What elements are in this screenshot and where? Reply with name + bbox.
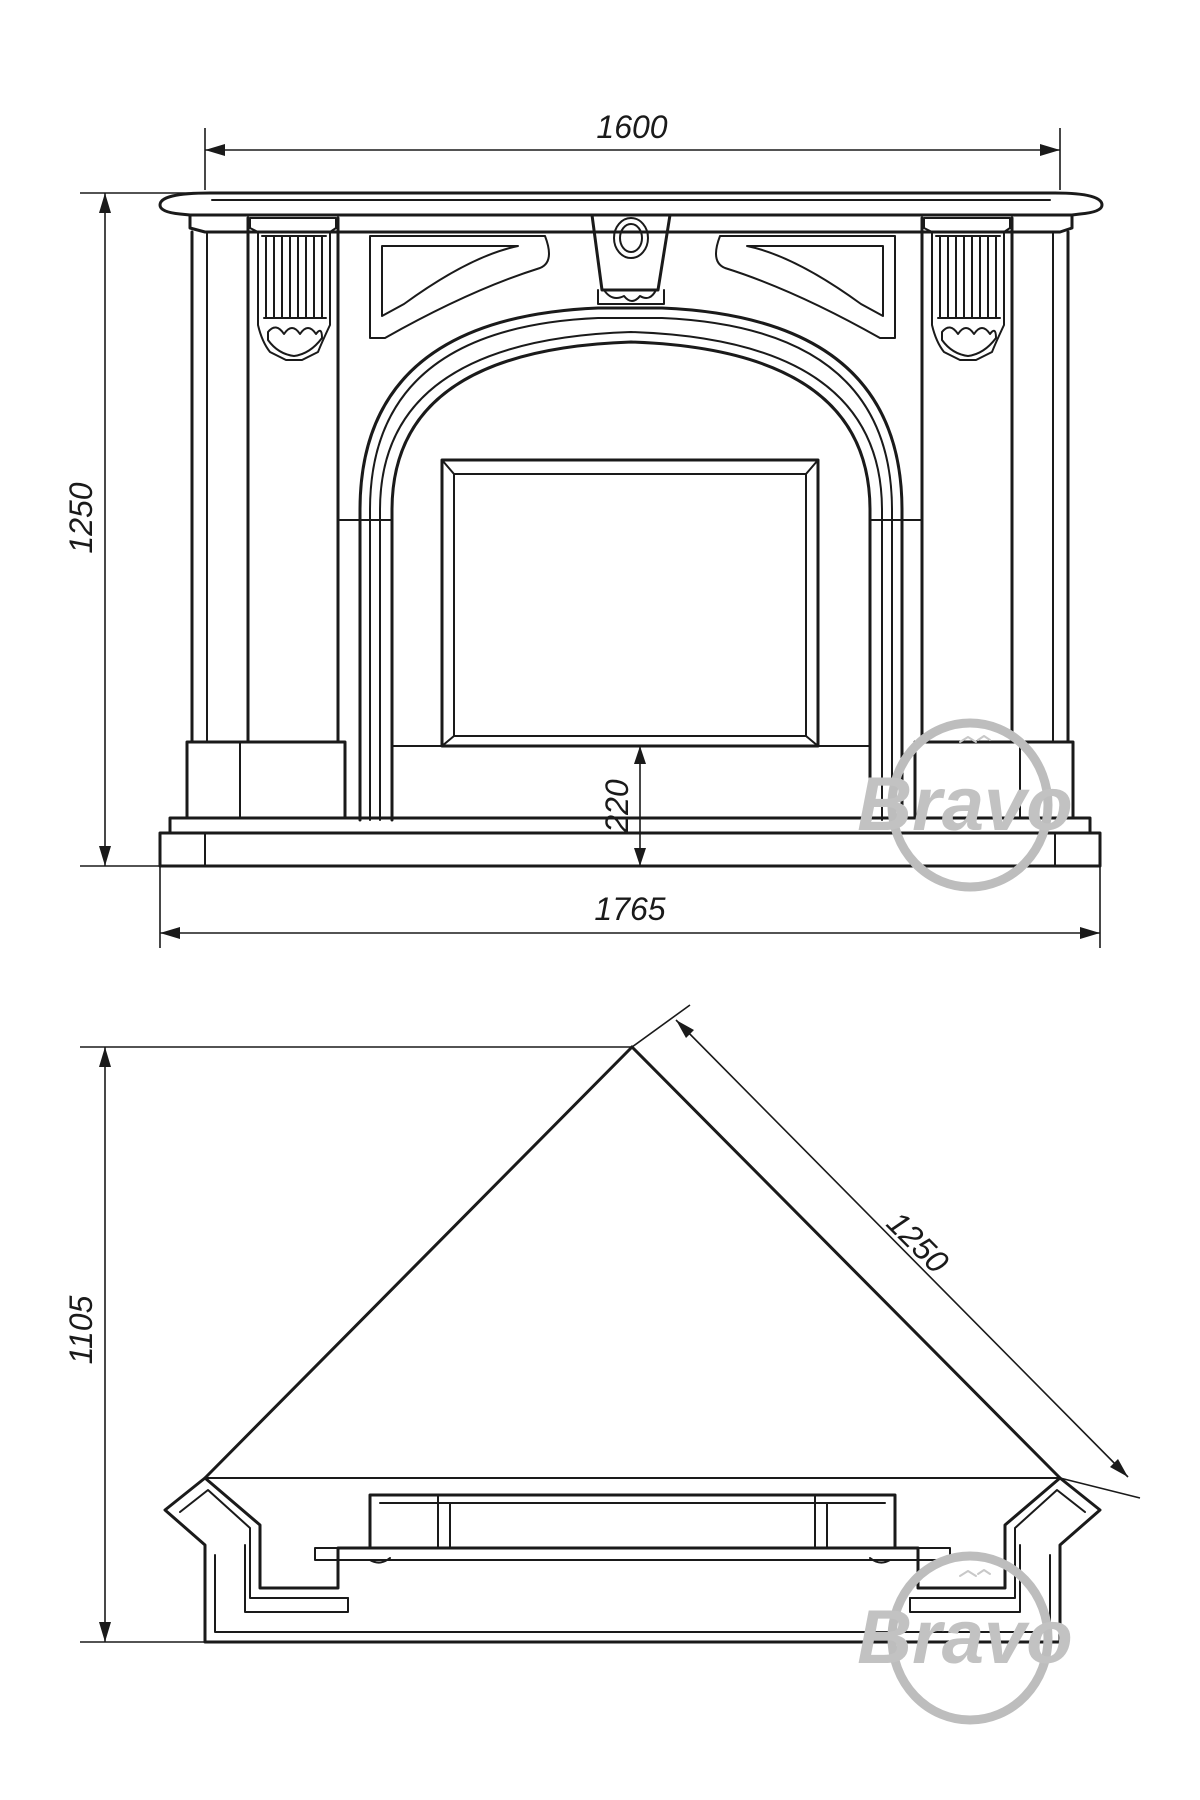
keystone [590,213,672,305]
base-width-label: 1765 [594,891,665,927]
dimension-top-width: 1600 [204,109,1061,190]
front-height-label: 1250 [63,482,99,553]
arch-inner [390,340,872,822]
front-elevation [158,191,1104,868]
mantel-shelf [158,191,1104,217]
svg-text:Bravo: Bravo [857,1595,1072,1680]
left-plinth [185,740,347,820]
left-pilaster [246,216,340,744]
right-pilaster [920,216,1014,744]
svg-text:Bravo: Bravo [857,762,1072,847]
right-corbel [923,217,1011,361]
dimension-hearth-height: 220 [599,746,646,866]
watermark-logo-bottom: Bravo [857,1551,1073,1725]
plan-right-wall [630,1045,1062,1480]
plan-side-label: 1250 [880,1204,956,1280]
left-corbel [249,217,337,361]
plan-outline [163,1476,1102,1644]
arch-outer [358,306,904,822]
right-panel [715,235,896,339]
frieze [188,213,1074,234]
dimension-front-height: 1250 [63,192,195,867]
top-width-label: 1600 [596,109,667,145]
dimension-plan-depth: 1105 [63,1046,632,1643]
hearth-height-label: 220 [599,779,635,834]
firebox [440,458,820,748]
watermark-logo-top: Bravo [857,718,1073,892]
plan-view [163,1045,1102,1644]
dimension-plan-side: 1250 [631,1004,1141,1499]
left-panel [369,235,550,339]
plan-left-wall [203,1045,634,1480]
dimension-base-width: 1765 [159,866,1101,948]
plan-depth-label: 1105 [63,1295,99,1364]
